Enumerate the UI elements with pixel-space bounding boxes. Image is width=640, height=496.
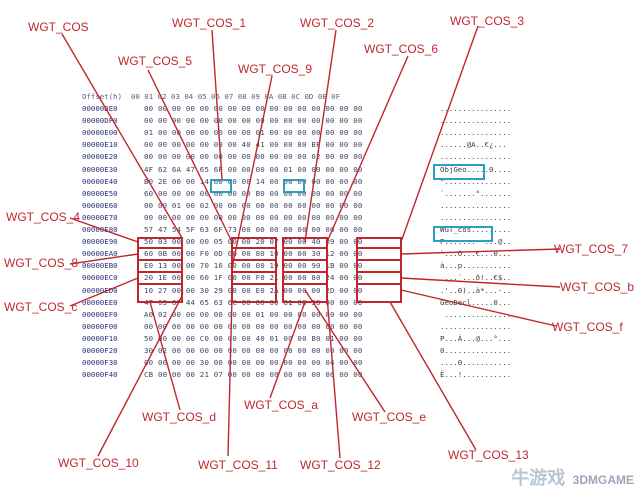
watermark-en: 3DMGAME (572, 473, 634, 487)
label-wgt-cos-7: WGT_COS_7 (554, 242, 629, 256)
byte-14-highlight-b (283, 179, 305, 193)
hex-row-ascii: GeoDecl.....0... (440, 297, 512, 307)
hex-row: 00000F40 CB 00 00 00 21 07 00 00 00 00 00… (82, 370, 511, 380)
hex-row-ascii: ................ (440, 128, 512, 138)
hex-row-offset: 00000F10 (82, 333, 118, 343)
label-wgt-cos: WGT_COS (28, 20, 89, 34)
hex-row-offset: 00000DE0 (82, 104, 118, 113)
hex-row-offset: 00000E70 (82, 212, 118, 222)
hex-row-ascii: ................ (440, 104, 512, 113)
hex-row-bytes: 60 00 00 00 00 00 00 00 B0 00 00 00 00 0… (144, 188, 363, 198)
hex-row-ascii: 0............... (440, 346, 512, 355)
hex-row-offset: 00000F30 (82, 358, 118, 368)
label-wgt-cos-b: WGT_COS_b (560, 280, 635, 294)
hex-row-offset: 00000F40 (82, 370, 118, 380)
label-wgt-cos-4: WGT_COS_4 (6, 210, 81, 224)
label-wgt-cos-3: WGT_COS_3 (450, 14, 525, 28)
label-wgt-cos-a: WGT_COS_a (244, 398, 319, 412)
label-wgt-cos-2: WGT_COS_2 (300, 16, 375, 30)
label-wgt-cos-10: WGT_COS_10 (58, 456, 139, 470)
hex-row-ascii: ................ (440, 321, 512, 331)
hex-row-ascii: .'..0)..à*...-.. (440, 285, 512, 295)
hex-row-ascii: `...ð...€...0... (440, 249, 512, 259)
hex-row: 00000DE0 00 00 00 00 00 00 00 00 00 00 00… (82, 104, 511, 114)
hex-row-ascii: Ë...!........... (440, 370, 512, 380)
label-wgt-cos-c: WGT_COS_c (4, 300, 78, 314)
label-wgt-cos-13: WGT_COS_13 (448, 448, 529, 462)
label-wgt-cos-1: WGT_COS_1 (172, 16, 247, 30)
hex-row-offset: 00000E40 (82, 176, 118, 186)
watermark: 牛游戏 3DMGAME (511, 464, 634, 490)
label-wgt-cos-d: WGT_COS_d (142, 410, 217, 424)
hex-row-bytes: CB 00 00 00 21 07 00 00 00 00 00 00 00 0… (144, 370, 363, 380)
hex-row-offset: 00000EF0 (82, 309, 118, 319)
hex-row-offset: 00000F20 (82, 346, 118, 355)
hex-row: 00000F30 00 00 00 00 30 00 00 00 00 00 00… (82, 358, 511, 368)
hex-row: 00000EF0 A0 02 00 00 00 00 00 00 01 00 00… (82, 310, 511, 320)
hex-row-ascii: ................ (440, 212, 512, 222)
hex-row: 00000E00 01 00 00 00 00 00 00 00 01 00 00… (82, 128, 511, 138)
hex-row-bytes: A0 02 00 00 00 00 00 00 01 00 00 00 00 0… (144, 309, 363, 319)
label-wgt-cos-12: WGT_COS_12 (300, 458, 381, 472)
label-wgt-cos-5: WGT_COS_5 (118, 54, 193, 68)
hex-row-bytes: 00 00 00 00 00 00 00 00 00 00 00 00 02 0… (144, 152, 363, 162)
hex-row-bytes: 00 00 00 00 30 00 00 00 00 00 00 00 00 0… (144, 358, 363, 368)
hex-row-bytes: 00 00 00 00 00 00 00 40 41 00 00 80 BF 0… (144, 140, 363, 150)
hex-row-ascii: ............... (440, 309, 512, 319)
hex-row-ascii: `.......°....... (440, 188, 512, 198)
watermark-cn: 牛游戏 (511, 468, 566, 488)
objgeo-ascii-highlight (433, 164, 485, 180)
hex-row-offset: 00000EA0 (82, 249, 118, 259)
hex-row-offset: 00000E90 (82, 237, 118, 247)
hex-row-offset: 00000EC0 (82, 273, 118, 283)
hex-row-offset: 00000E20 (82, 152, 118, 162)
hex-row-bytes: 01 00 00 00 00 00 00 00 01 00 00 00 00 0… (144, 128, 363, 138)
hex-row-bytes: 00 00 00 00 00 00 00 00 00 00 00 00 00 0… (144, 104, 363, 113)
hex-row-offset: 00000E80 (82, 225, 118, 234)
hex-row-offset: 00000EE0 (82, 297, 118, 307)
hex-row-offset: 00000E10 (82, 140, 118, 150)
label-wgt-cos-e: WGT_COS_e (352, 410, 427, 424)
hex-row-offset: 00000ED0 (82, 285, 118, 295)
wgt-cos-ascii-highlight (433, 226, 493, 242)
label-wgt-cos-f: WGT_COS_f (552, 320, 623, 334)
hex-row-ascii: ......@A..€¿... (440, 140, 507, 150)
hex-row: 00000E50 60 00 00 00 00 00 00 00 B0 00 00… (82, 189, 511, 199)
label-wgt-cos-11: WGT_COS_11 (198, 458, 278, 472)
label-wgt-cos-9: WGT_COS_9 (238, 62, 313, 76)
hex-row-ascii: ................ (440, 152, 512, 162)
hex-row-ascii: °............... (440, 176, 512, 186)
hex-row: 00000E20 00 00 00 00 00 00 00 00 00 00 00… (82, 152, 511, 162)
hex-row-ascii: ................ (440, 116, 512, 126)
hex-row-offset: 00000E60 (82, 200, 118, 210)
hex-row-ascii: ....0........... (440, 358, 512, 368)
hex-column-header: Offset(h) 00 01 02 03 04 05 06 07 08 09 … (82, 92, 341, 101)
label-wgt-cos-6: WGT_COS_6 (364, 42, 439, 56)
label-wgt-cos-8: WGT_COS_8 (4, 256, 79, 270)
hex-row-bytes: 00 00 00 00 00 00 00 00 00 00 00 00 00 0… (144, 212, 363, 222)
hex-row: 00000E10 00 00 00 00 00 00 00 40 41 00 00… (82, 140, 507, 150)
hex-row-ascii: WGT_cos......... (440, 225, 512, 234)
hex-row-offset: 00000E50 (82, 188, 118, 198)
hex-row-offset: 00000DF0 (82, 116, 118, 126)
hex-row-ascii: à...p........... (440, 261, 512, 271)
hex-row-ascii: ................ (440, 200, 512, 210)
hex-row: 00000E70 00 00 00 00 00 00 00 00 00 00 00… (82, 213, 511, 223)
hex-row-offset: 00000E30 (82, 164, 118, 174)
hex-row-offset: 00000EB0 (82, 261, 118, 271)
hex-row-ascii: P...À...@...°... (440, 333, 512, 343)
hex-row-offset: 00000F00 (82, 321, 118, 331)
hex-row-ascii: ObjGeo.....0.... (440, 164, 512, 174)
hex-row-ascii: ...`...ð!..€$.. (440, 273, 512, 283)
hex-row-offset: 00000E00 (82, 128, 118, 138)
byte-14-highlight-a (210, 179, 232, 193)
